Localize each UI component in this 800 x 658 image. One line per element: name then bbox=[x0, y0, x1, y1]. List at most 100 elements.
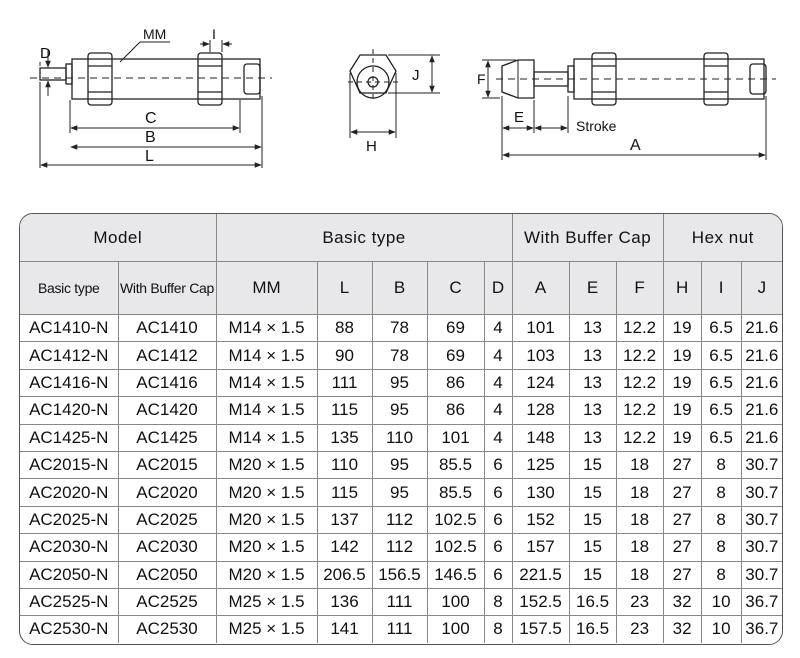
column-header: E bbox=[568, 261, 617, 315]
table-cell: 16.5 bbox=[568, 587, 617, 617]
table-cell: AC2030 bbox=[117, 533, 217, 562]
label-c: C bbox=[145, 110, 157, 127]
table-cell: 111 bbox=[371, 587, 428, 617]
table-cell: 100 bbox=[426, 587, 485, 617]
table-cell: 36.7 bbox=[740, 587, 782, 617]
table-cell: 85.5 bbox=[426, 450, 485, 480]
group-hex-nut: Hex nut bbox=[662, 214, 782, 262]
table-cell: 15 bbox=[568, 450, 617, 480]
table-cell: 23 bbox=[615, 615, 664, 643]
table-cell: AC2015-N bbox=[20, 450, 119, 480]
table-cell: 6.5 bbox=[700, 341, 742, 370]
table-cell: 13 bbox=[568, 396, 617, 425]
table-cell: AC2530-N bbox=[20, 615, 119, 643]
column-header: Basic type bbox=[20, 261, 119, 315]
table-cell: 115 bbox=[316, 396, 373, 425]
column-header: F bbox=[615, 261, 664, 315]
spec-table-container: Model Basic type With Buffer Cap Hex nut… bbox=[19, 213, 783, 645]
table-cell: 124 bbox=[511, 368, 570, 398]
column-header: MM bbox=[215, 261, 318, 315]
table-cell: 125 bbox=[511, 450, 570, 480]
table-cell: 21.6 bbox=[740, 368, 782, 398]
table-cell: 206.5 bbox=[316, 560, 373, 589]
table-cell: 12.2 bbox=[615, 368, 664, 398]
table-cell: 16.5 bbox=[568, 615, 617, 643]
table-cell: AC2020 bbox=[117, 478, 217, 507]
table-cell: 12.2 bbox=[615, 423, 664, 452]
label-mm: MM bbox=[143, 26, 166, 42]
label-l: L bbox=[145, 148, 154, 165]
table-cell: 95 bbox=[371, 396, 428, 425]
table-cell: 95 bbox=[371, 450, 428, 480]
table-cell: 90 bbox=[316, 341, 373, 370]
table-cell: 156.5 bbox=[371, 560, 428, 589]
table-cell: 19 bbox=[662, 341, 702, 370]
table-cell: 30.7 bbox=[740, 533, 782, 562]
table-cell: 4 bbox=[483, 313, 513, 343]
table-cell: 157.5 bbox=[511, 615, 570, 643]
table-cell: 32 bbox=[662, 587, 702, 617]
column-header: C bbox=[426, 261, 485, 315]
table-cell: 136 bbox=[316, 587, 373, 617]
table-cell: 6 bbox=[483, 450, 513, 480]
table-cell: 135 bbox=[316, 423, 373, 452]
table-cell: 6 bbox=[483, 560, 513, 589]
table-cell: AC2015 bbox=[117, 450, 217, 480]
table-cell: 8 bbox=[700, 478, 742, 507]
table-cell: 19 bbox=[662, 313, 702, 343]
table-cell: 152.5 bbox=[511, 587, 570, 617]
table-cell: 8 bbox=[483, 587, 513, 617]
table-cell: 18 bbox=[615, 505, 664, 535]
table-cell: 112 bbox=[371, 505, 428, 535]
table-cell: 27 bbox=[662, 478, 702, 507]
column-header: D bbox=[483, 261, 513, 315]
table-cell: 6.5 bbox=[700, 368, 742, 398]
label-j: J bbox=[412, 67, 420, 84]
table-cell: 13 bbox=[568, 341, 617, 370]
table-cell: 6.5 bbox=[700, 396, 742, 425]
table-cell: 111 bbox=[371, 615, 428, 643]
table-cell: 101 bbox=[426, 423, 485, 452]
table-cell: AC1425 bbox=[117, 423, 217, 452]
table-cell: 100 bbox=[426, 615, 485, 643]
table-cell: AC1416 bbox=[117, 368, 217, 398]
table-cell: 95 bbox=[371, 478, 428, 507]
table-cell: AC2525-N bbox=[20, 587, 119, 617]
table-cell: 8 bbox=[700, 450, 742, 480]
table-cell: 23 bbox=[615, 587, 664, 617]
table-cell: M14 × 1.5 bbox=[215, 368, 318, 398]
table-cell: 32 bbox=[662, 615, 702, 643]
table-cell: AC1420-N bbox=[20, 396, 119, 425]
table-cell: 18 bbox=[615, 450, 664, 480]
table-cell: 30.7 bbox=[740, 560, 782, 589]
table-cell: 86 bbox=[426, 368, 485, 398]
table-cell: 103 bbox=[511, 341, 570, 370]
table-cell: 148 bbox=[511, 423, 570, 452]
group-header-row: Model Basic type With Buffer Cap Hex nut bbox=[20, 214, 782, 262]
table-cell: 6 bbox=[483, 505, 513, 535]
table-cell: 130 bbox=[511, 478, 570, 507]
label-stroke: Stroke bbox=[576, 118, 617, 134]
table-cell: 6 bbox=[483, 533, 513, 562]
table-cell: 27 bbox=[662, 450, 702, 480]
table-cell: AC1420 bbox=[117, 396, 217, 425]
table-cell: 12.2 bbox=[615, 313, 664, 343]
table-cell: 8 bbox=[483, 615, 513, 643]
shock-absorber-diagram: MM D I C B L J H F E Stroke A bbox=[30, 26, 776, 168]
table-cell: M20 × 1.5 bbox=[215, 533, 318, 562]
table-cell: 15 bbox=[568, 478, 617, 507]
table-cell: 78 bbox=[371, 341, 428, 370]
label-i: I bbox=[212, 26, 216, 42]
table-cell: 18 bbox=[615, 533, 664, 562]
end-view-hex bbox=[348, 49, 440, 138]
table-cell: 21.6 bbox=[740, 341, 782, 370]
table-cell: AC1410 bbox=[117, 313, 217, 343]
table-cell: 157 bbox=[511, 533, 570, 562]
